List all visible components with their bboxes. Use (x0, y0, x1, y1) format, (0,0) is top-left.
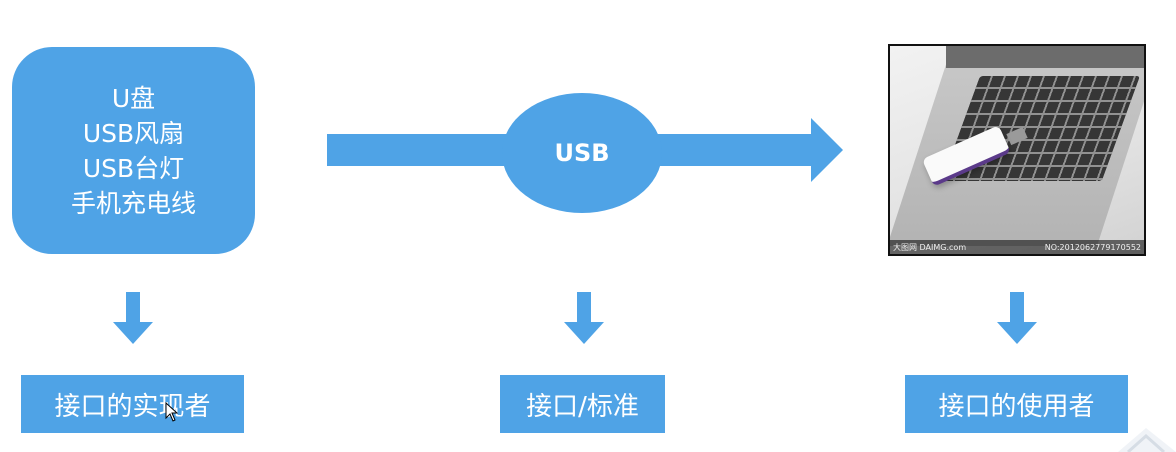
down-arrow-right (997, 292, 1037, 344)
usb-ellipse: USB (502, 93, 662, 213)
laptop-usb-photo: 大图网 DAIMG.com NO:20120627791705​52 (888, 44, 1146, 256)
label-user: 接口的使用者 (905, 375, 1128, 433)
photo-watermark: 大图网 DAIMG.com NO:20120627791705​52 (890, 240, 1144, 254)
label-standard: 接口/标准 (500, 375, 665, 433)
label-user-text: 接口的使用者 (938, 391, 1095, 422)
device-item-usb-lamp: USB台灯 (82, 153, 185, 183)
laptop-screen-edge (946, 46, 1144, 68)
label-implementer-text: 接口的实现者 (54, 391, 211, 422)
device-item-udisk: U盘 (111, 83, 156, 113)
down-arrow-shaft (1010, 292, 1024, 322)
corner-decoration-icon (1118, 428, 1176, 452)
label-standard-text: 接口/标准 (526, 391, 639, 422)
watermark-left: 大图网 DAIMG.com (893, 242, 967, 252)
down-arrow-head (564, 322, 604, 344)
photo-content: 大图网 DAIMG.com NO:20120627791705​52 (890, 46, 1144, 254)
device-item-usb-fan: USB风扇 (82, 118, 185, 148)
down-arrow-head (113, 322, 153, 344)
down-arrow-shaft (577, 292, 591, 322)
label-implementer: 接口的实现者 (21, 375, 244, 433)
down-arrow-shaft (126, 292, 140, 322)
implementer-devices-box: U盘 USB风扇 USB台灯 手机充电线 (12, 47, 255, 254)
flow-arrow-head (811, 118, 843, 182)
watermark-right: NO:20120627791705​52 (1044, 242, 1141, 252)
down-arrow-left (113, 292, 153, 344)
device-item-charging-cable: 手机充电线 (70, 188, 196, 218)
down-arrow-center (564, 292, 604, 344)
usb-label: USB (554, 139, 610, 167)
mouse-cursor-icon (165, 402, 179, 422)
down-arrow-head (997, 322, 1037, 344)
